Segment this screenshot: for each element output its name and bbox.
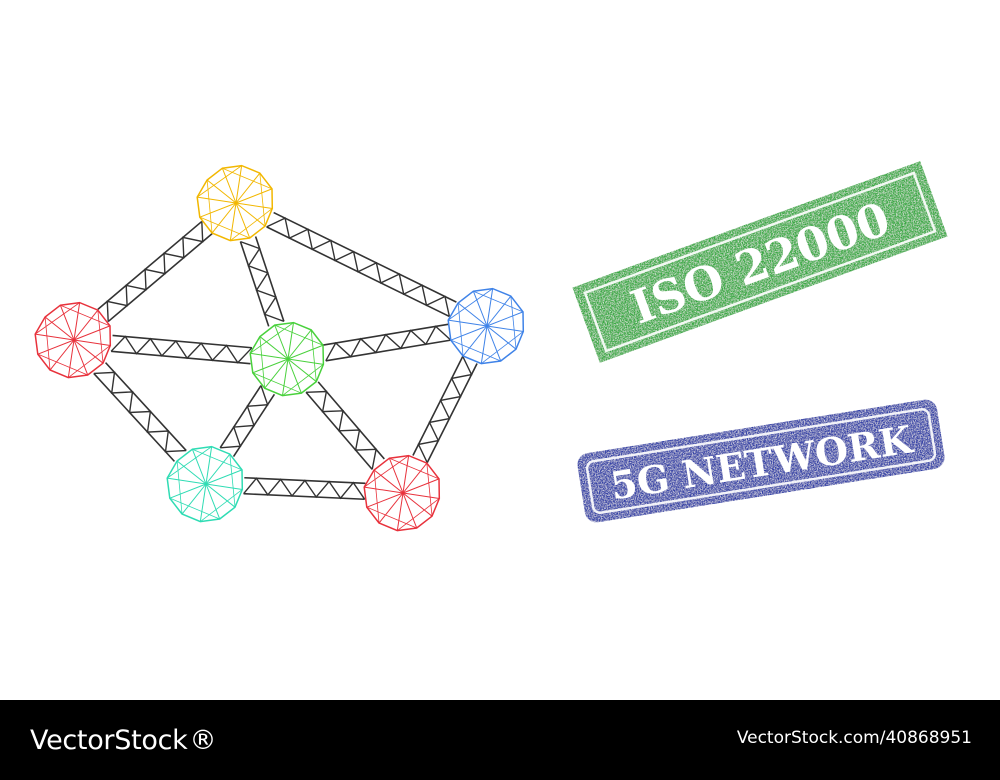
illustration-canvas: ISO 22000 5G NETWORK <box>34 161 948 532</box>
node-top-icon <box>196 164 274 242</box>
node-right-icon <box>447 287 525 365</box>
link-left-center <box>110 334 253 365</box>
iso-22000-stamp: ISO 22000 <box>572 161 948 363</box>
footer-bar: VectorStock® VectorStock.com/40868951 <box>0 700 1000 780</box>
link-bottom_left-bottom_right <box>243 476 366 501</box>
link-center-bottom_left <box>219 385 276 458</box>
link-left-bottom_left <box>93 362 187 462</box>
network-nodes <box>34 164 525 532</box>
stock-id: VectorStock.com/40868951 <box>736 728 972 748</box>
logo-text: VectorStock <box>30 724 188 756</box>
link-top-right <box>266 211 457 318</box>
5g-network-stamp: 5G NETWORK <box>577 399 945 523</box>
link-center-bottom_right <box>305 381 385 470</box>
network-links <box>93 211 478 501</box>
link-top-left <box>97 220 213 323</box>
node-left-icon <box>34 301 112 379</box>
node-bottom-right-icon <box>363 454 441 532</box>
link-top-center <box>239 236 285 327</box>
link-center-right <box>323 323 452 362</box>
link-right-bottom_right <box>412 355 478 464</box>
node-bottom-left-icon <box>166 445 244 523</box>
vectorstock-logo[interactable]: VectorStock® <box>30 720 216 760</box>
logo-registered-mark: ® <box>189 724 217 756</box>
node-center-icon <box>249 321 325 397</box>
